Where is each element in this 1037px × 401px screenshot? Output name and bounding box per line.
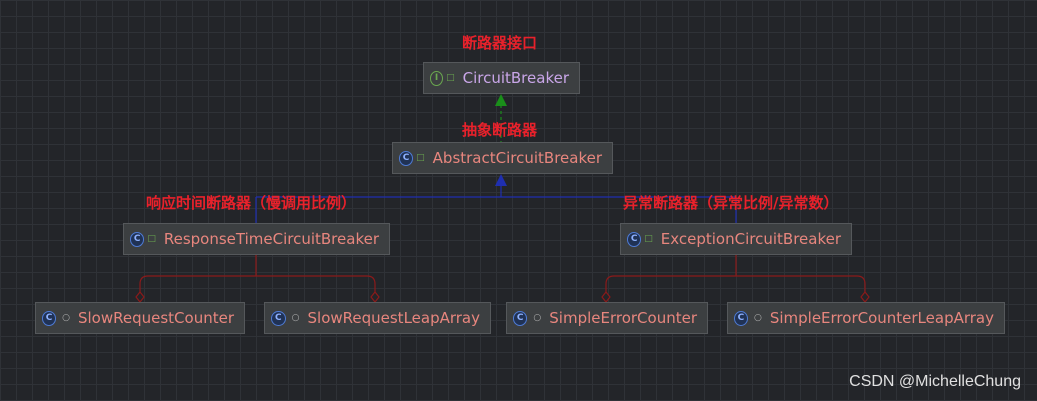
composition-edge-response-time bbox=[135, 254, 380, 303]
package-visibility-icon: ○ bbox=[62, 313, 70, 323]
public-visibility-icon: □ bbox=[446, 73, 455, 83]
annotation-abstract: 抽象断路器 bbox=[462, 121, 538, 139]
class-icon: C bbox=[399, 150, 414, 166]
public-visibility-icon: □ bbox=[147, 234, 156, 244]
class-name: SlowRequestCounter bbox=[77, 309, 234, 327]
annotation-exception: 异常断路器（异常比例/异常数） bbox=[623, 194, 839, 212]
class-name: ResponseTimeCircuitBreaker bbox=[163, 230, 379, 248]
implements-edge bbox=[495, 94, 507, 144]
node-slow-request-leap-array[interactable]: C ○ SlowRequestLeapArray bbox=[264, 302, 491, 334]
class-name: AbstractCircuitBreaker bbox=[432, 149, 602, 167]
interface-icon: I bbox=[430, 70, 444, 86]
package-visibility-icon: ○ bbox=[533, 313, 542, 323]
composition-edge-exception bbox=[601, 254, 870, 303]
node-simple-error-counter-leap-array[interactable]: C ○ SimpleErrorCounterLeapArray bbox=[727, 302, 1005, 334]
annotation-response-time: 响应时间断路器（慢调用比例） bbox=[146, 194, 357, 212]
package-visibility-icon: ○ bbox=[291, 313, 300, 323]
public-visibility-icon: □ bbox=[416, 153, 425, 163]
class-name: SlowRequestLeapArray bbox=[307, 309, 481, 327]
public-visibility-icon: □ bbox=[644, 234, 653, 244]
class-name: SimpleErrorCounterLeapArray bbox=[769, 309, 994, 327]
watermark: CSDN @MichelleChung bbox=[849, 373, 1021, 390]
node-simple-error-counter[interactable]: C ○ SimpleErrorCounter bbox=[506, 302, 708, 334]
class-icon: C bbox=[734, 310, 748, 326]
package-visibility-icon: ○ bbox=[753, 313, 762, 323]
annotation-interface: 断路器接口 bbox=[462, 34, 538, 52]
class-icon: C bbox=[627, 231, 642, 247]
node-exception-circuit-breaker[interactable]: C □ ExceptionCircuitBreaker bbox=[620, 223, 852, 255]
class-icon: C bbox=[271, 310, 286, 326]
class-name: CircuitBreaker bbox=[462, 69, 569, 87]
class-name: SimpleErrorCounter bbox=[549, 309, 697, 327]
node-abstract-circuit-breaker[interactable]: C □ AbstractCircuitBreaker bbox=[392, 142, 613, 174]
node-circuit-breaker[interactable]: I □ CircuitBreaker bbox=[423, 62, 580, 94]
node-slow-request-counter[interactable]: C ○ SlowRequestCounter bbox=[35, 302, 245, 334]
class-name: ExceptionCircuitBreaker bbox=[660, 230, 841, 248]
extends-edge bbox=[255, 174, 737, 224]
class-icon: C bbox=[130, 231, 145, 247]
node-response-time-circuit-breaker[interactable]: C □ ResponseTimeCircuitBreaker bbox=[123, 223, 390, 255]
class-icon: C bbox=[513, 310, 528, 326]
class-icon: C bbox=[42, 310, 57, 326]
